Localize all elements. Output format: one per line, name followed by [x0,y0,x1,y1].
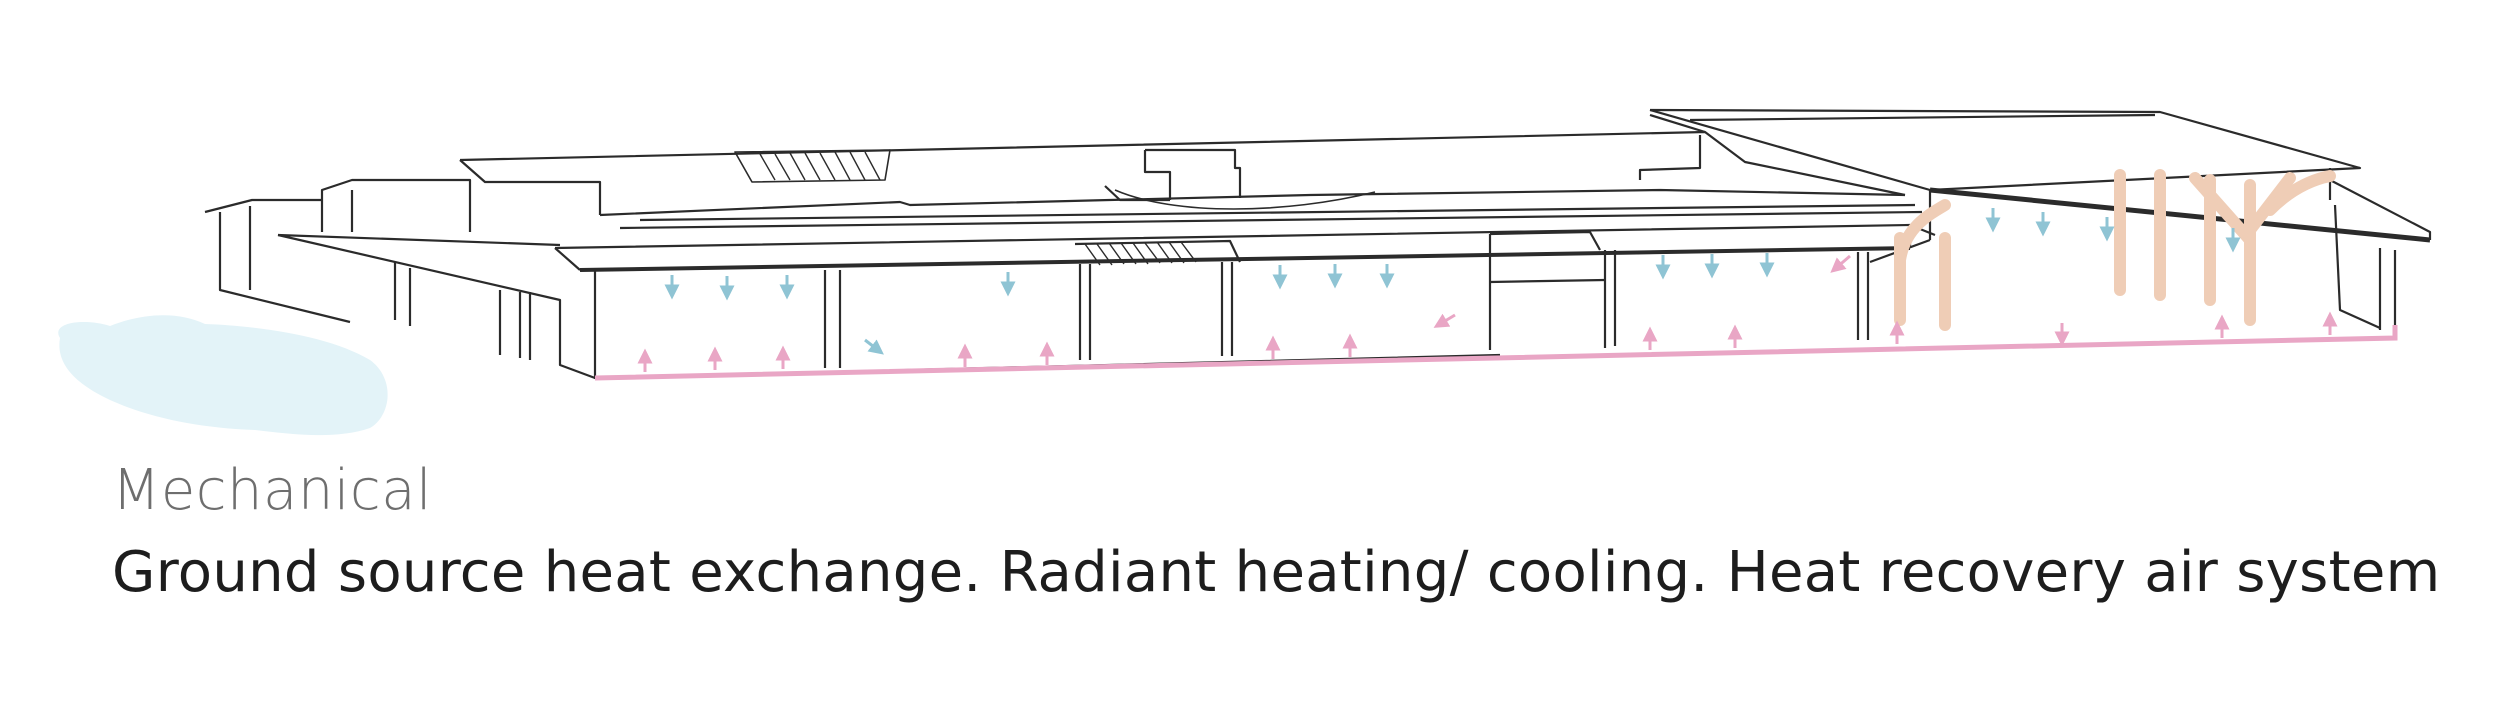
radiant-floor-line [594,325,2398,381]
caption-description: Ground source heat exchange. Radiant hea… [112,540,2441,605]
mechanical-building-diagram [58,108,2432,436]
cooling-arrows [664,208,2241,355]
building-outline [204,108,2432,380]
pond-shape [58,315,388,436]
caption-title: Mechanical [112,458,433,523]
heating-arrows [637,254,2338,372]
timber-columns [1894,169,2336,331]
